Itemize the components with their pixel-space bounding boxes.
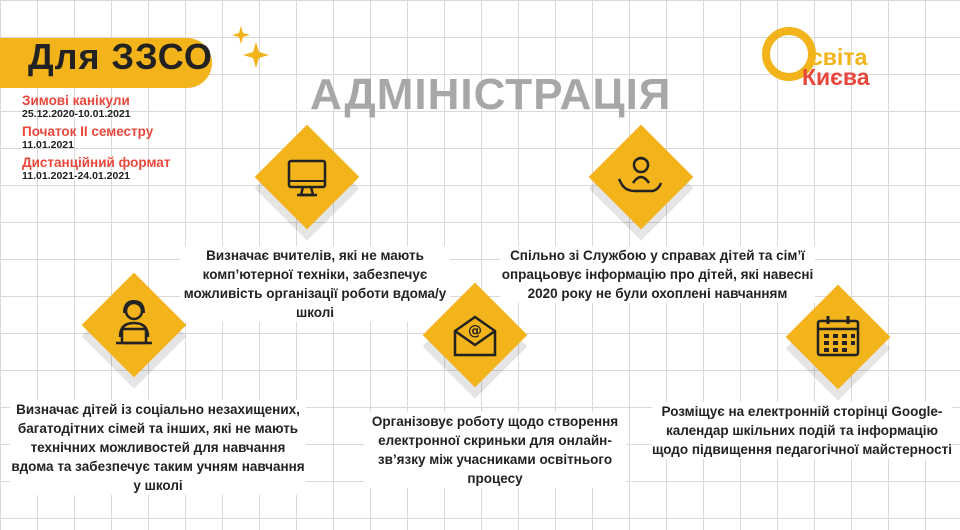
- computer-monitor-icon: [287, 159, 327, 197]
- date-value: 25.12.2020-10.01.2021: [22, 108, 131, 120]
- dates-block: Зимові канікули 25.12.2020-10.01.2021 По…: [22, 93, 222, 186]
- item-text: Визначає вчителів, які не мають комп’юте…: [180, 246, 450, 322]
- date-label: Початок ІІ семестру: [22, 124, 154, 139]
- date-value: 11.01.2021-24.01.2021: [22, 170, 131, 182]
- date-label: Зимові канікули: [22, 93, 130, 108]
- date-value: 11.01.2021: [22, 139, 74, 151]
- child-in-hand-icon: [617, 156, 663, 193]
- logo-ring-icon: [762, 27, 816, 81]
- banner-title: Для ЗЗСО: [28, 36, 213, 77]
- item-text: Організовує роботу щодо створення електр…: [364, 412, 626, 488]
- logo-line1: світа: [810, 44, 868, 70]
- osvita-kyieva-logo: світа Києва: [762, 22, 922, 92]
- date-label: Дистанційний формат: [22, 155, 171, 170]
- item-text: Розміщує на електронній сторінці Google-…: [652, 402, 952, 459]
- email-envelope-icon: @: [453, 315, 497, 357]
- item-text: Визначає дітей із соціально незахищених,…: [10, 400, 306, 495]
- page-title: АДМІНІСТРАЦІЯ: [310, 70, 672, 119]
- sparkle-icon: [232, 26, 269, 68]
- item-text: Спільно зі Службою у справах дітей та сі…: [500, 246, 815, 303]
- calendar-icon: [816, 316, 860, 357]
- svg-text:@: @: [468, 323, 482, 339]
- logo-line2: Києва: [802, 64, 870, 90]
- title-banner: [0, 38, 212, 88]
- person-laptop-icon: [116, 299, 152, 345]
